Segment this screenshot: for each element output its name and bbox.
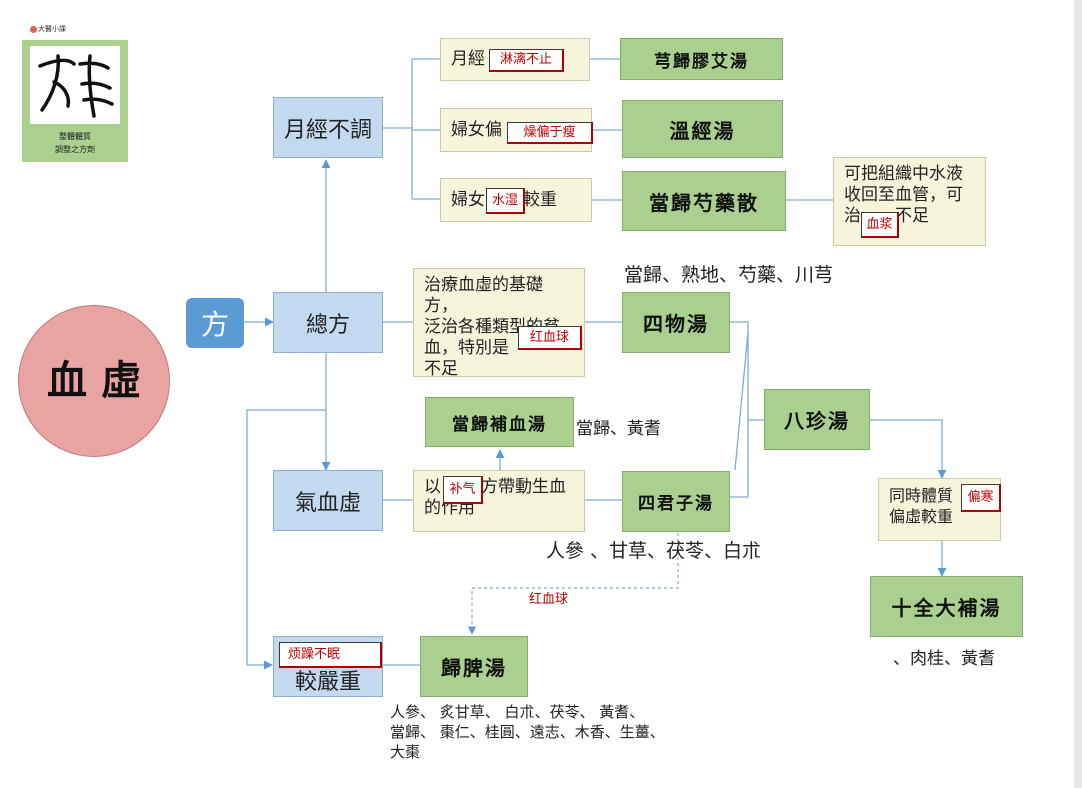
desc-qi-blood: 以方帶動生血 的作用 [413,470,585,532]
annotation-xue-jiang: 血浆 [861,212,899,238]
annotation-lin-li: 淋漓不止 [489,49,564,72]
annotation-dashed-label: 红血球 [529,592,569,607]
line-sijun-cross [734,331,749,471]
formula-gui-pi: 歸脾湯 [420,636,528,697]
logo-calligraphy [30,46,120,124]
formula-ba-zhen: 八珍湯 [764,389,870,450]
annotation-pian-han: 偏寒 [961,484,1001,512]
category-general: 總方 [273,292,383,353]
logo-subtitle: 整體體質 調整之方劑 [55,132,95,154]
ingredients-gui-pi: 人參、 炙甘草、 白朮、茯苓、 黃耆、 當歸、 棗仁、桂圓、遠志、木香、生薑、 … [390,703,665,761]
annotation-zao-pian: 燥偏于瘦 [507,122,593,144]
line-bazhen-desc [870,419,947,479]
desc-general: 治療血虛的基礎方， 泛治各種類型的貧 血，特別是 不足 [413,268,585,379]
annotation-fan-zao: 烦躁不眠 [279,642,382,668]
logo-dot-icon [30,25,37,33]
line-general-severe [246,409,326,670]
category-menstrual: 月經不調 [273,97,383,158]
formula-si-wu: 四物湯 [622,292,730,353]
logo-small-label: 大醫小課 [30,24,66,34]
desc-danggui-shao: 可把組織中水液 收回至血管，可 治不足 [833,157,986,246]
formula-wen-jing: 溫經湯 [622,100,783,158]
category-qi-blood: 氣血虛 [273,470,383,531]
line-siwu-bazhen [730,321,764,421]
annotation-hong-xue-qiu: 红血球 [518,326,582,350]
ingredients-si-jun-zi: 人參 、甘草、茯苓、白朮 [546,540,762,562]
scrollbar[interactable] [1074,0,1082,788]
ingredients-shi-quan: 、肉桂、黃耆 [893,649,995,669]
logo: 整體體質 調整之方劑 [22,40,128,162]
formula-danggui-shao: 當歸芍藥散 [622,171,786,231]
ingredients-danggui-bu-xue: 當歸、黃耆 [576,419,661,439]
main-topic-circle: 血 虛 [18,305,170,457]
formula-shi-quan: 十全大補湯 [870,576,1023,637]
fang-label: 方 [186,298,244,348]
calligraphy-icon [38,54,114,118]
line-sijun-bazhen [730,420,749,498]
ingredients-si-wu: 當歸、熟地、芍藥、川芎 [624,264,834,286]
annotation-shui-shi: 水湿 [486,188,525,214]
line-sijun-guipi-dashed [467,533,679,635]
formula-xiong-gui: 芎歸膠艾湯 [620,38,783,80]
annotation-bu-qi: 补气 [443,476,483,504]
formula-danggui-bu-xue: 當歸補血湯 [425,397,574,447]
formula-si-jun-zi: 四君子湯 [622,471,730,532]
